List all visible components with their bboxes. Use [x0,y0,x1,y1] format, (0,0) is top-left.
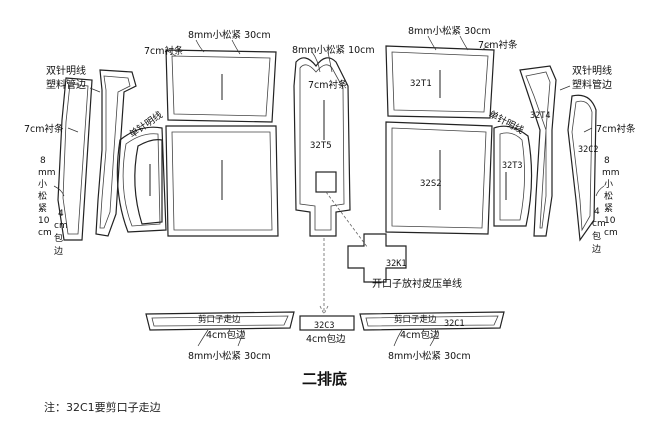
label-elastic-30-top-left: 8mm小松紧 30cm [188,29,271,41]
piece-left-curved-panel [116,126,167,233]
vchar: 4 [594,207,600,217]
vchar: 10 [604,216,616,226]
vchar: 紧 [604,203,613,214]
piece-label-32k1: 32K1 [386,259,406,269]
label-double-needle-right-2: 塑料管边 [572,78,612,91]
vchar: 8 [40,156,46,166]
vchar: 包 [592,230,601,242]
label-double-needle-left-2: 塑料管边 [46,78,86,91]
label-single-needle-left: 单针明线 [127,109,165,141]
leader-dashed-k1 [325,191,369,249]
vertical-label-right: 8 mm 小 松 紧 10 cm [602,156,620,238]
label-elastic-30-bottom-right: 8mm小松紧 30cm [388,350,471,362]
piece-label-32t5: 32T5 [310,141,332,151]
piece-32c2: 32C2 [567,94,598,242]
label-binding-4-left: 4cm包边 [206,329,246,341]
footnote: 注：32C1要剪口子走边 [44,400,161,414]
vchar: cm [54,221,68,231]
label-lining-7-left: 7cm衬条 [24,123,64,135]
vchar: 紧 [38,203,47,214]
piece-bottom-left-strip [145,311,295,331]
vchar: 边 [592,244,601,255]
piece-32t5: 32T5 [293,57,351,237]
piece-label-32t1: 32T1 [410,79,432,89]
vchar: mm [602,168,620,178]
label-double-needle-right-1: 双针明线 [572,64,612,77]
vchar: 松 [38,190,47,202]
piece-32t4: 32T4 [519,65,557,237]
label-elastic-30-top-right: 8mm小松紧 30cm [408,25,491,37]
label-elastic-30-bottom-left: 8mm小松紧 30cm [188,350,271,362]
label-lining-7-top-right: 7cm衬条 [478,39,518,51]
piece-left-strap [95,69,137,237]
label-elastic-10-top-center: 8mm小松紧 10cm [292,44,375,56]
diagram-title: 二排底 [302,370,347,388]
label-cut-edge-left: 剪口子走边 [198,314,241,325]
vchar: 小 [38,179,47,190]
vertical-label-left-b: 4 cm 包 边 [54,209,68,257]
piece-label-32c1: 32C1 [444,319,464,329]
label-binding-4-center: 4cm包边 [306,333,346,345]
arrow-head-c3 [319,305,329,315]
vchar: cm [604,228,618,238]
label-double-needle-left-1: 双针明线 [46,64,86,77]
piece-32c1: 32C1 [359,311,505,331]
vchar: 10 [38,216,50,226]
piece-32t3: 32T3 [493,125,533,227]
piece-label-32t3: 32T3 [502,161,522,171]
piece-32s2: 32S2 [385,121,493,235]
label-cut-edge-right: 剪口子走边 [394,314,437,325]
piece-32c3: 32C3 [299,315,355,331]
vchar: 包 [54,232,63,244]
label-binding-4-right: 4cm包边 [400,329,440,341]
piece-label-32s2: 32S2 [420,179,442,189]
piece-32t1: 32T1 [385,45,495,119]
piece-left-lower [165,125,279,237]
piece-left-upper [165,49,277,123]
vchar: 松 [604,190,613,202]
vchar: 8 [604,156,610,166]
vchar: 边 [54,246,63,257]
piece-label-32c3: 32C3 [314,321,334,331]
piece-label-32t4: 32T4 [530,111,550,121]
piece-32k1: 32K1 [347,233,407,283]
vchar: 小 [604,179,613,190]
vchar: 4 [58,209,64,219]
vertical-label-left: 8 mm 小 松 紧 10 cm [38,156,56,238]
label-lining-7-right: 7cm衬条 [596,123,636,135]
vchar: mm [38,168,56,178]
piece-left-side-outer [57,77,93,241]
vertical-label-right-b: 4 cm 包 边 [592,207,606,255]
label-single-needle-right: 单针明线 [487,108,527,137]
label-opening-note: 开口子放衬皮压单线 [372,277,462,290]
vchar: cm [38,228,52,238]
piece-label-32c2: 32C2 [578,145,598,155]
leader-lines [53,35,605,347]
label-lining-7-top-left: 7cm衬条 [144,45,184,57]
vchar: cm [592,219,606,229]
label-lining-7-center: 7cm衬条 [308,79,348,91]
